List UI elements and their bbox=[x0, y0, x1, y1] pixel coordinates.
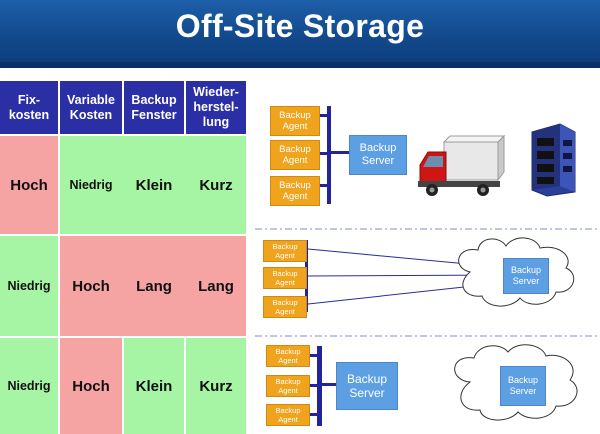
backup-agent-box: Backup Agent bbox=[270, 140, 320, 170]
page-title: Off-Site Storage bbox=[175, 8, 425, 44]
truck-icon bbox=[418, 134, 506, 196]
row2-red-block bbox=[60, 236, 246, 336]
header-wiederherstellung: Wieder- herstel- lung bbox=[186, 81, 246, 134]
backup-agent-box: Backup Agent bbox=[266, 404, 310, 426]
row3-fixkosten: Niedrig bbox=[0, 338, 58, 434]
building-icon bbox=[531, 123, 576, 197]
header-backup-fenster: Backup Fenster bbox=[124, 81, 184, 134]
row2-fixkosten: Niedrig bbox=[0, 236, 58, 336]
backup-agent-box: Backup Agent bbox=[270, 106, 320, 136]
diagram1-bus bbox=[318, 106, 349, 204]
backup-server-box: Backup Server bbox=[500, 366, 546, 406]
row1-green-block bbox=[60, 136, 246, 234]
header-variable-kosten: Variable Kosten bbox=[60, 81, 122, 134]
backup-server-box: Backup Server bbox=[349, 135, 407, 175]
backup-agent-box: Backup Agent bbox=[263, 296, 307, 318]
diagram3-bus bbox=[308, 346, 336, 426]
backup-agent-box: Backup Agent bbox=[266, 375, 310, 397]
title-banner: Off-Site Storage bbox=[0, 0, 600, 68]
row3-variable-kosten: Hoch bbox=[60, 338, 122, 434]
backup-agent-box: Backup Agent bbox=[263, 240, 307, 262]
header-fixkosten: Fix- kosten bbox=[0, 81, 58, 134]
backup-server-box: Backup Server bbox=[336, 362, 398, 410]
backup-agent-box: Backup Agent bbox=[266, 345, 310, 367]
row1-wiederherstellung: Kurz bbox=[199, 176, 233, 194]
row2-backup-fenster: Lang bbox=[136, 277, 172, 295]
row3-wiederherstellung: Kurz bbox=[186, 338, 246, 434]
title-banner-strip bbox=[0, 62, 600, 68]
backup-server-box: Backup Server bbox=[503, 258, 549, 294]
row1-backup-fenster: Klein bbox=[135, 176, 173, 194]
row1-fixkosten: Hoch bbox=[0, 136, 58, 234]
row2-variable-kosten: Hoch bbox=[72, 277, 110, 295]
row2-wiederherstellung: Lang bbox=[198, 277, 234, 295]
backup-agent-box: Backup Agent bbox=[263, 267, 307, 289]
row1-variable-kosten: Niedrig bbox=[69, 178, 113, 192]
row3-backup-fenster: Klein bbox=[124, 338, 184, 434]
backup-agent-box: Backup Agent bbox=[270, 176, 320, 206]
